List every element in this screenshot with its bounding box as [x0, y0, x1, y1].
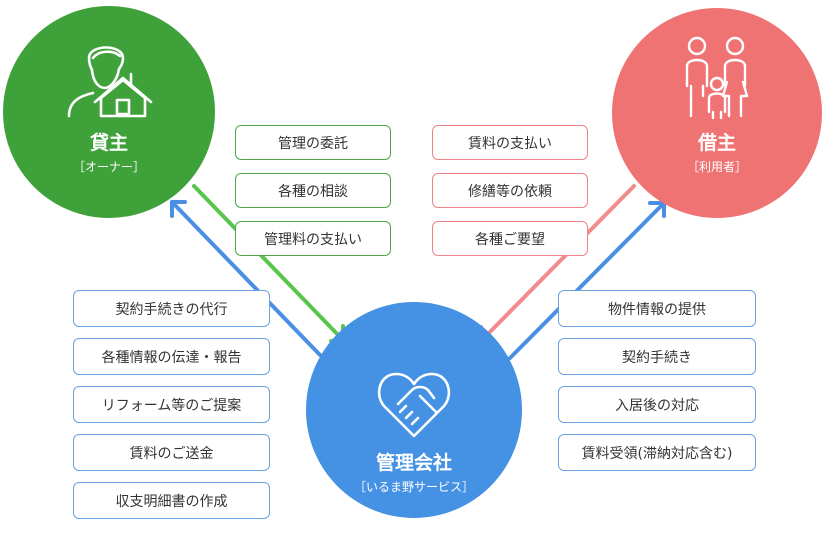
company-to-tenant-item: 契約手続き [558, 338, 756, 375]
tenant-to-company-arrow [479, 184, 636, 343]
tenant-to-company-item: 賃料の支払い [432, 125, 588, 160]
company-to-owner-arrow [170, 200, 322, 357]
company-to-owner-item: リフォーム等のご提案 [73, 386, 270, 423]
owner-subtitle: ［オーナー］ [72, 160, 145, 174]
company-to-tenant-item: 物件情報の提供 [558, 290, 756, 327]
tenant-title: 借主 [697, 132, 736, 154]
owner-node: 貸主 ［オーナー］ [3, 6, 215, 218]
company-to-tenant-item: 入居後の対応 [558, 386, 756, 423]
tenant-to-company-item: 修繕等の依頼 [432, 173, 588, 208]
company-to-owner-item: 契約手続きの代行 [73, 290, 270, 327]
company-to-owner-item: 各種情報の伝達・報告 [73, 338, 270, 375]
tenant-node: 借主 ［利用者］ [612, 8, 822, 218]
company-title: 管理会社 [375, 452, 452, 474]
company-subtitle: ［いるま野サービス］ [353, 480, 474, 494]
company-to-tenant-item: 賃料受領(滞納対応含む) [558, 434, 756, 471]
company-to-owner-arrowhead [170, 200, 187, 218]
company-to-owner-item: 収支明細書の作成 [73, 482, 270, 519]
handshake-heart-icon [376, 368, 452, 440]
owner-to-company-item: 各種の相談 [235, 173, 391, 208]
owner-to-company-item: 管理料の支払い [235, 221, 391, 256]
owner-to-company-arrow [192, 184, 345, 342]
person-house-icon [65, 36, 153, 120]
family-icon [677, 36, 757, 120]
owner-title: 貸主 [89, 132, 128, 154]
company-to-tenant-arrow [508, 201, 666, 360]
tenant-subtitle: ［利用者］ [686, 160, 747, 174]
tenant-to-company-item: 各種ご要望 [432, 221, 588, 256]
company-to-owner-item: 賃料のご送金 [73, 434, 270, 471]
company-node: 管理会社 ［いるま野サービス］ [306, 302, 522, 518]
owner-to-company-item: 管理の委託 [235, 125, 391, 160]
